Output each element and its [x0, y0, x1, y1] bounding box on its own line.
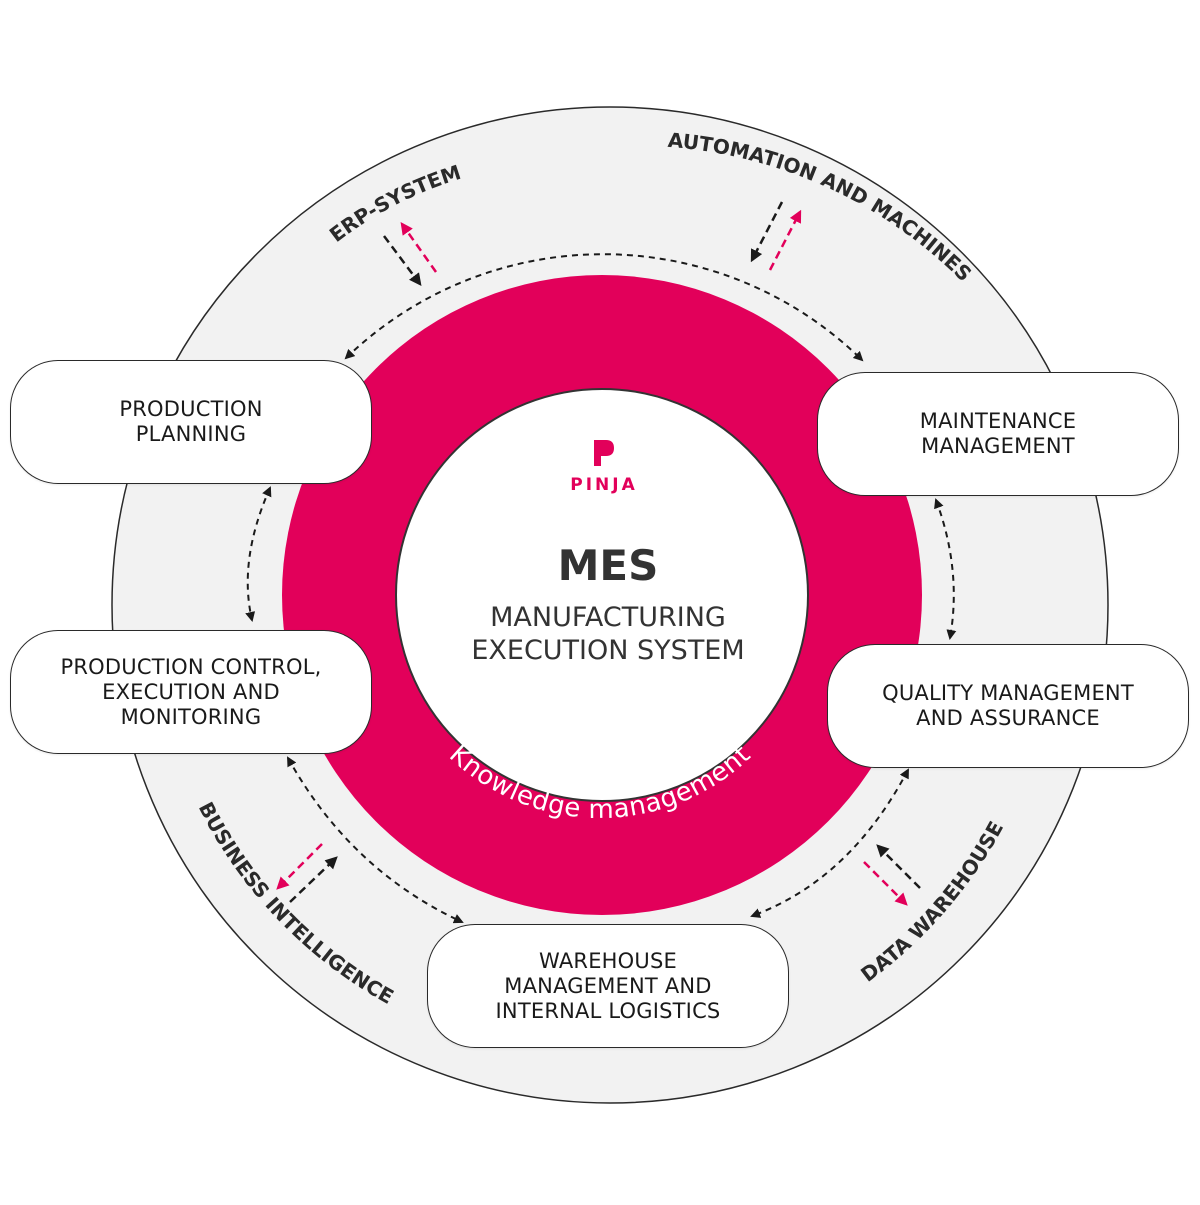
brand-name: PINJA	[570, 475, 638, 495]
automation-arrow-out	[768, 209, 802, 271]
module-quality-management: QUALITY MANAGEMENT AND ASSURANCE	[827, 644, 1189, 768]
bi-arrow-in	[289, 856, 338, 903]
erp-arrow-out	[400, 221, 438, 273]
flow-arrow-bottom-right	[750, 768, 909, 918]
flow-arrow-erp-ring	[344, 253, 864, 362]
flow-arrow-left	[245, 486, 272, 622]
mes-subtitle-1: MANUFACTURING	[490, 602, 726, 633]
automation-arrow-in	[750, 201, 784, 263]
flow-arrow-right	[934, 498, 957, 640]
dw-arrow-in	[876, 844, 921, 889]
module-warehouse-management: WAREHOUSE MANAGEMENT AND INTERNAL LOGIST…	[427, 924, 789, 1048]
module-production-planning: PRODUCTION PLANNING	[10, 360, 372, 484]
bi-arrow-out	[276, 843, 323, 890]
module-maintenance-management: MAINTENANCE MANAGEMENT	[817, 372, 1179, 496]
flow-arrow-bottom-left	[287, 756, 464, 924]
dw-arrow-out	[863, 861, 908, 906]
module-production-control: PRODUCTION CONTROL, EXECUTION AND MONITO…	[10, 630, 372, 754]
pinja-logo-mark	[594, 440, 614, 466]
center-disc	[395, 388, 809, 802]
mes-subtitle-2: EXECUTION SYSTEM	[471, 635, 744, 666]
erp-arrow-in	[383, 235, 422, 286]
pinja-logo: PINJA	[570, 440, 638, 495]
mes-title: MES	[558, 541, 659, 590]
